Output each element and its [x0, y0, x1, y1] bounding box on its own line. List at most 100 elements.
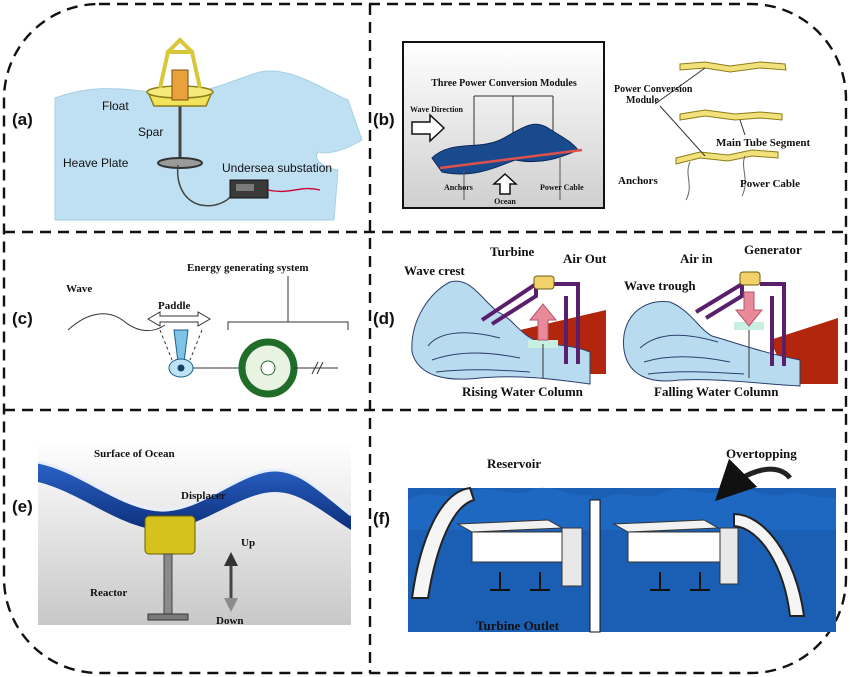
central-channel [589, 499, 601, 633]
block-right-front [627, 531, 721, 563]
b-ocean: Ocean [494, 197, 516, 206]
label-substation: Undersea substation [222, 161, 332, 175]
up-arrow-head [224, 552, 238, 566]
falling-arrow [734, 291, 764, 327]
float-cylinder [171, 69, 189, 101]
owc-chamber-left [480, 280, 580, 364]
down-arrow-head [224, 598, 238, 612]
label-rising: Rising Water Column [462, 384, 584, 399]
rising-arrow [528, 303, 558, 341]
b-title: Three Power Conversion Modules [431, 78, 577, 89]
pcm-pointer-1 [654, 67, 706, 105]
label-generator: Generator [744, 242, 802, 257]
wave-surface-b [431, 123, 579, 175]
ramp-right [733, 512, 806, 617]
anchor-cable-right-1 [685, 161, 691, 201]
b-main-tube: Main Tube Segment [716, 137, 810, 149]
label-falling: Falling Water Column [654, 384, 779, 399]
paddle-dashed [159, 329, 203, 361]
block-right-top [612, 519, 720, 533]
paddle-double-arrow [147, 311, 211, 327]
attenuator-tube [439, 148, 583, 170]
label-air-out: Air Out [563, 251, 607, 266]
ocean-arrow [492, 172, 518, 195]
panel-tag-f: (f) [373, 509, 390, 528]
b-power-cable-left: Power Cable [540, 183, 584, 192]
water-right [623, 301, 801, 387]
flow-curves-right [639, 334, 745, 375]
label-overtopping: Overtopping [726, 446, 797, 461]
panel-f: (f) Reservoir Overtopping Turbine Outlet [373, 446, 836, 633]
label-paddle: Paddle [158, 300, 191, 312]
label-wave: Wave [66, 283, 92, 295]
pelamis-bottom [675, 149, 779, 165]
b-anchors-left: Anchors [444, 183, 473, 192]
label-down: Down [216, 615, 244, 627]
label-wave-crest: Wave crest [404, 263, 465, 278]
panel-b: Three Power Conversion Modules Wave Dire… [373, 41, 810, 209]
panel-d: (d) Wave crest Turbine Air Out Rising Wa… [373, 242, 838, 399]
reactor-base [147, 613, 189, 621]
label-reservoir: Reservoir [487, 456, 541, 471]
paddle-body [173, 329, 189, 363]
label-up: Up [241, 537, 255, 549]
power-cable-a [267, 187, 321, 193]
panel-tag-d: (d) [373, 309, 395, 328]
b-pcm-line1: Power Conversion [614, 84, 693, 95]
turbine-legs-left [490, 572, 550, 591]
block-left-side [561, 527, 583, 587]
turbine-legs-right [650, 572, 710, 591]
generator-core [260, 360, 276, 376]
panel-tag-b: (b) [373, 110, 395, 129]
b-anchors-right: Anchors [618, 175, 658, 187]
displacer [144, 515, 196, 555]
energy-bracket [227, 276, 349, 330]
pelamis-top [679, 61, 787, 73]
sea-region [54, 70, 363, 221]
b-power-cable-right: Power Cable [740, 178, 800, 190]
ocean-surface-highlight [37, 460, 352, 517]
b-wave-direction: Wave Direction [410, 105, 464, 114]
label-float: Float [102, 99, 129, 113]
label-reactor: Reactor [90, 587, 127, 599]
panel-e: (e) Surface of Ocean Displacer Up Reacto… [12, 441, 352, 627]
overtopping-arrow [714, 458, 792, 502]
pcm-pointer-2 [659, 105, 706, 157]
block-left-front [471, 531, 563, 563]
panel-tag-e: (e) [12, 497, 33, 516]
label-surface: Surface of Ocean [94, 448, 175, 460]
float-frame [158, 37, 202, 89]
owc-chamber-right [694, 280, 786, 366]
substation-panel [236, 184, 254, 191]
label-turbine-outlet: Turbine Outlet [476, 618, 560, 633]
anchor-cable-right-2 [741, 155, 746, 197]
ocean-surface-band [38, 462, 351, 530]
b-pcm-line2: Module [626, 95, 659, 106]
block-right-side [719, 527, 739, 585]
panel-c: (c) Wave Paddle Energy generating system [12, 262, 349, 398]
turbine-left [533, 275, 555, 290]
paddle-axle [177, 364, 185, 372]
label-heave-plate: Heave Plate [63, 156, 129, 170]
panel-a: (a) Float Spar Heave Plate Undersea subs… [12, 37, 363, 221]
label-spar: Spar [138, 125, 163, 139]
label-energy-system: Energy generating system [187, 262, 309, 274]
heave-plate [157, 157, 203, 169]
panel-tag-a: (a) [12, 110, 33, 129]
label-turbine: Turbine [490, 244, 535, 259]
main-tube-pointer [739, 119, 746, 136]
wave-direction-arrow [411, 113, 446, 143]
wave-line-c [67, 313, 166, 332]
ramp-left [410, 486, 476, 599]
pelamis-middle [679, 109, 783, 121]
output-ticks [311, 361, 324, 375]
flow-curves-left [427, 332, 531, 373]
label-wave-trough: Wave trough [624, 278, 696, 293]
panel-tag-c: (c) [12, 309, 33, 328]
generator-right [739, 271, 761, 286]
label-air-in: Air in [680, 251, 713, 266]
reservoir-surface-right [600, 487, 836, 530]
